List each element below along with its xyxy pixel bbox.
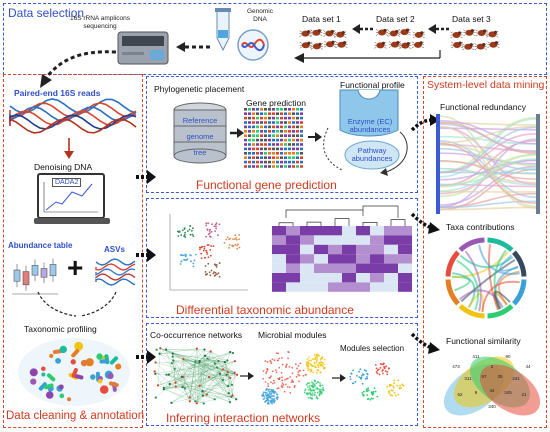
profiling-arrows	[37, 291, 117, 317]
profiling-label: Taxonomic profiling	[24, 324, 97, 334]
plus-sign: +	[67, 252, 84, 283]
venn-value: 345	[504, 390, 512, 395]
cooc-label: Co-occurrence networks	[150, 330, 243, 340]
sequencing-label: 16S rRNA amplicons sequencing	[70, 15, 130, 30]
arrow-to-interaction	[136, 350, 156, 364]
asvs-label: ASVs	[104, 245, 125, 254]
denoise-label: Denoising DNA	[34, 162, 93, 172]
asv-waves	[95, 258, 136, 286]
net-arrow-2	[332, 374, 346, 382]
database-icon	[173, 102, 227, 164]
red-down-arrow	[64, 138, 74, 159]
redundancy-label: Functional redundancy	[440, 102, 527, 112]
dna-circle-icon	[237, 29, 269, 61]
modules-network	[261, 350, 326, 405]
enzyme-icon	[339, 89, 399, 137]
left-arrow-1	[176, 42, 210, 52]
microbes-icon	[18, 338, 130, 406]
venn-value: 2	[491, 364, 494, 369]
functional-panel	[146, 76, 418, 193]
arrow-to-contributions	[410, 212, 440, 234]
differential-title: Differential taxonomic abundance	[176, 303, 354, 317]
venn-value: 411	[472, 354, 480, 359]
cleaning-title: Data cleaning & annotation	[6, 410, 145, 422]
reference-label: Reference	[182, 116, 218, 125]
cooc-network	[153, 347, 239, 405]
venn-value: 35	[497, 374, 503, 379]
arrow-to-functional	[136, 170, 156, 184]
venn-value: 44	[525, 364, 531, 369]
reads-label: Paired-end 16S reads	[14, 88, 101, 98]
venn-value: 473	[452, 364, 460, 369]
differential-panel	[146, 198, 418, 318]
arrow-to-differential	[136, 248, 156, 262]
venn-value: 9	[475, 390, 478, 395]
sequence-block	[244, 108, 303, 168]
interaction-panel	[146, 323, 418, 426]
venn-diagram: 473 411 90 44 2 311 57 35 341 62 9 44 345 21 340	[443, 354, 541, 416]
cleaning-panel	[3, 74, 143, 428]
dataset-3-label: Data set 3	[452, 14, 491, 24]
selection-network	[349, 362, 405, 401]
ticks-group-1-icon	[299, 29, 348, 50]
sequencer-icon	[117, 31, 169, 65]
laptop-icon	[34, 173, 110, 224]
functional-title: Functional gene prediction	[196, 178, 337, 192]
tree-label: tree	[193, 148, 207, 157]
data-selection-panel	[3, 3, 547, 75]
reads-waves	[9, 98, 137, 134]
venn-value: 341	[512, 376, 520, 381]
down-curve-arrow	[40, 50, 117, 88]
contributions-label: Taxa contributions	[446, 222, 515, 232]
dna-label: Genomic DNA	[246, 8, 273, 23]
pathway-label: Pathway abundances	[351, 146, 393, 163]
venn-value: 311	[464, 376, 472, 381]
system-panel	[423, 76, 547, 428]
db-to-seq-arrow	[230, 128, 244, 138]
left-arrow-2	[352, 24, 373, 34]
dataset-1-label: Data set 1	[302, 14, 341, 24]
abundance-table-label: Abundance table	[8, 241, 73, 250]
left-arrow-3	[428, 24, 449, 34]
arrow-to-similarity	[410, 332, 440, 354]
interaction-title: Inferring interaction networks	[166, 411, 321, 425]
func-profile-label: Functional profile	[340, 80, 405, 90]
dendrogram	[278, 205, 406, 228]
venn-value: 90	[505, 354, 511, 359]
net-arrow-1	[240, 372, 254, 380]
heatmap	[272, 226, 412, 292]
modules-label: Microbial modules	[258, 330, 327, 340]
pathway-icon	[344, 140, 400, 170]
dada2-label: DADA2	[52, 178, 82, 187]
seq-to-func-arrow	[308, 132, 322, 142]
venn-value: 340	[488, 404, 496, 409]
dataset-2-label: Data set 2	[376, 14, 415, 24]
data-selection-title: Data selection	[8, 6, 85, 20]
genome-label: genome	[186, 132, 214, 141]
alluvial-plot	[436, 114, 540, 214]
boxplot-icon	[12, 258, 58, 295]
arrow-to-redundancy	[410, 114, 440, 132]
cycle-arrows	[323, 127, 408, 176]
gene-pred-label: Gene prediction	[246, 98, 307, 108]
ticks-group-3-icon	[450, 29, 500, 51]
venn-value: 21	[521, 392, 527, 397]
system-title: System-level data mining	[427, 79, 545, 91]
scatter-plot	[169, 214, 248, 291]
phylo-label: Phylogenetic placement	[154, 84, 245, 94]
venn-value: 62	[457, 392, 463, 397]
chord-diagram	[445, 237, 527, 319]
enzyme-label: Enzyme (EC) abundances	[347, 117, 393, 134]
ticks-group-2-icon	[374, 28, 425, 49]
long-left-arrow	[294, 50, 441, 63]
selection-label: Modules selection	[340, 344, 405, 353]
venn-value: 44	[489, 388, 495, 393]
venn-value: 57	[481, 374, 487, 379]
similarity-label: Functional similarity	[446, 336, 521, 346]
tube-icon	[215, 8, 231, 52]
